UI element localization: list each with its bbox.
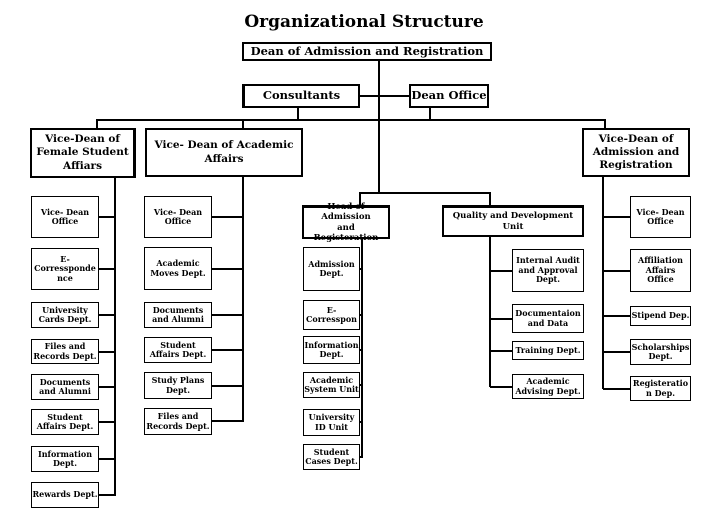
connector-line [490, 270, 512, 272]
connector-line [99, 494, 116, 496]
connector-line [212, 385, 244, 387]
org-node: Documents and Alumni [31, 374, 99, 400]
connector-line [358, 421, 363, 423]
connector-line [96, 119, 98, 129]
org-node: Training Dept. [512, 341, 584, 360]
branch-header-head-admission: Head of Admission and Registeration [302, 202, 390, 243]
node-dean-office: Dean Office [409, 84, 489, 108]
org-node: University Cards Dept. [31, 302, 99, 328]
org-node: Academic Moves Dept. [144, 247, 212, 290]
org-node: Information Dept. [31, 446, 99, 472]
branch-header-academic-affairs: Vice- Dean of Academic Affairs [145, 128, 303, 177]
connector-line [212, 216, 244, 218]
connector-line [602, 177, 604, 389]
org-node: Documentaion and Data [512, 304, 584, 333]
org-node: Student Cases Dept. [303, 444, 360, 470]
connector-line [489, 237, 491, 387]
connector-line [489, 192, 491, 206]
org-node: Registeration Dep. [630, 376, 691, 401]
branch-header-quality-unit: Quality and Development Unit [442, 205, 584, 237]
connector-line [603, 270, 630, 272]
org-node: Scholarships Dept. [630, 339, 691, 365]
branch-header-female-student-affairs: Vice-Dean of Female Student Affiars [30, 128, 136, 178]
node-consultants: Consultants [242, 84, 360, 108]
org-node: Student Affairs Dept. [31, 409, 99, 435]
connector-line [99, 314, 116, 316]
org-node: E-Corresspondence [31, 248, 99, 290]
connector-line [378, 60, 380, 193]
org-node: Internal Audit and Approval Dept. [512, 249, 584, 292]
org-node: Rewards Dept. [31, 482, 99, 508]
connector-line [99, 421, 116, 423]
connector-line [361, 238, 363, 458]
connector-line [99, 268, 116, 270]
connector-line [99, 386, 116, 388]
connector-line [358, 268, 363, 270]
connector-line [96, 119, 606, 121]
connector-line [358, 349, 363, 351]
org-node: Vice- Dean Office [31, 196, 99, 238]
connector-line [360, 95, 409, 97]
org-node: Files and Records Dept. [31, 339, 99, 364]
page-title: Organizational Structure [244, 12, 484, 32]
connector-line [359, 192, 491, 194]
org-node: Stipend Dep. [630, 306, 691, 326]
org-node: Files and Records Dept. [144, 408, 212, 435]
org-node: Affiliation Affairs Office [630, 249, 691, 292]
org-node: University ID Unit [303, 409, 360, 436]
connector-line [358, 384, 363, 386]
org-node: Student Affairs Dept. [144, 337, 212, 363]
connector-line [212, 420, 244, 422]
org-node: Study Plans Dept. [144, 372, 212, 399]
connector-line [429, 107, 431, 120]
connector-line [358, 314, 363, 316]
connector-line [297, 107, 299, 120]
connector-line [603, 388, 630, 390]
branch-header-admission-registration: Vice-Dean of Admission and Registration [582, 128, 690, 177]
org-node: Documents and Alumni [144, 302, 212, 328]
connector-line [359, 192, 361, 206]
org-node: Vice- Dean Office [630, 196, 691, 238]
connector-line [490, 350, 512, 352]
connector-line [490, 386, 512, 388]
connector-line [603, 315, 630, 317]
org-node: Academic Advising Dept. [512, 374, 584, 399]
connector-line [114, 177, 116, 495]
org-node: Admission Dept. [303, 247, 360, 291]
connector-line [212, 268, 244, 270]
connector-line [242, 119, 244, 129]
connector-line [358, 456, 363, 458]
org-node: Academic System Unit [303, 372, 360, 398]
connector-line [99, 216, 116, 218]
connector-line [242, 177, 244, 422]
connector-line [490, 318, 512, 320]
org-node: Vice- Dean Office [144, 196, 212, 238]
org-node: Information Dept. [303, 336, 360, 364]
connector-line [603, 216, 630, 218]
connector-line [99, 351, 116, 353]
connector-line [604, 119, 606, 129]
connector-line [212, 349, 244, 351]
org-node: E-Corresspon [303, 300, 360, 330]
connector-line [212, 314, 244, 316]
connector-line [603, 351, 630, 353]
connector-line [99, 458, 116, 460]
node-dean: Dean of Admission and Registration [242, 42, 492, 61]
